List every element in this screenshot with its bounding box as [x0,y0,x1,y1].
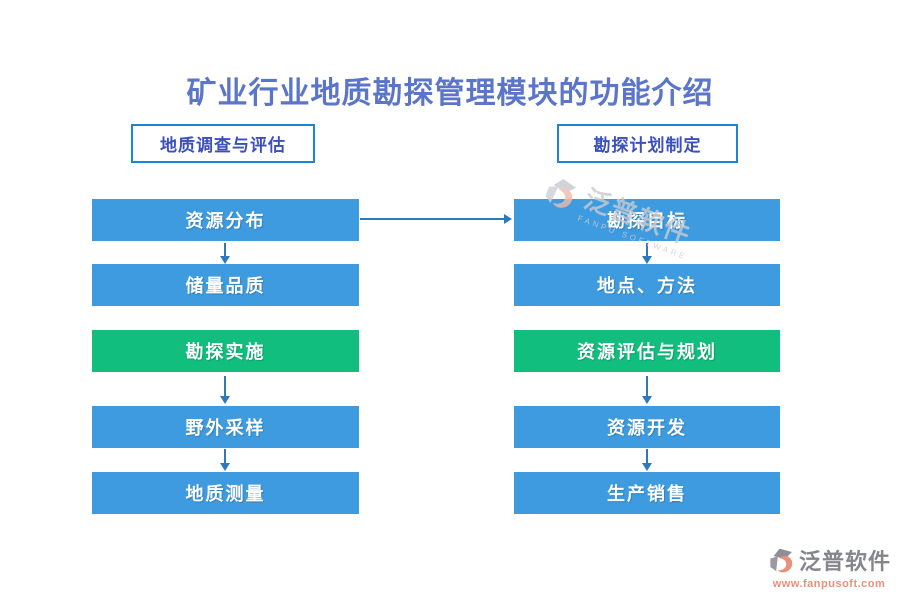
node-label: 勘探实施 [185,342,266,362]
node-geological-survey-measure: 地质测量 [92,472,359,514]
arrow-down-icon [642,376,652,404]
node-label: 储量品质 [185,276,266,296]
node-production-sales: 生产销售 [514,472,780,514]
arrow-down-icon [220,376,230,404]
node-label: 勘探目标 [607,211,687,231]
arrow-down-icon [220,449,230,471]
footer-logo: 泛普软件 www.fanpusoft.com [767,547,891,590]
node-exploration-target: 勘探目标 [514,199,780,241]
page-title: 矿业行业地质勘探管理模块的功能介绍 [186,77,714,110]
arrow-down-icon [220,243,230,264]
node-exploration-implementation: 勘探实施 [92,330,359,372]
node-location-method: 地点、方法 [514,264,780,306]
node-label: 资源分布 [185,211,266,231]
header-box-geological-survey: 地质调查与评估 [131,124,315,163]
fanpu-logo-icon [770,548,793,573]
arrow-down-icon [642,243,652,264]
header-box-exploration-plan: 勘探计划制定 [557,124,738,163]
node-resource-evaluation-planning: 资源评估与规划 [514,330,780,372]
node-label: 生产销售 [607,484,687,504]
footer-logo-brand: 泛普软件 [799,549,892,574]
node-label: 地点、方法 [597,276,697,296]
node-label: 资源评估与规划 [577,342,717,362]
node-label: 野外采样 [185,418,266,438]
node-resource-distribution: 资源分布 [92,199,359,241]
node-reserve-quality: 储量品质 [92,264,359,306]
footer-logo-url: www.fanpusoft.com [772,578,886,590]
arrow-down-icon [642,449,652,471]
node-label: 资源开发 [607,418,687,438]
node-label: 地质测量 [185,484,266,504]
node-field-sampling: 野外采样 [92,406,359,448]
node-resource-development: 资源开发 [514,406,780,448]
header-label: 勘探计划制定 [593,136,702,155]
header-label: 地质调查与评估 [160,136,286,155]
arrow-right-icon [360,214,512,224]
